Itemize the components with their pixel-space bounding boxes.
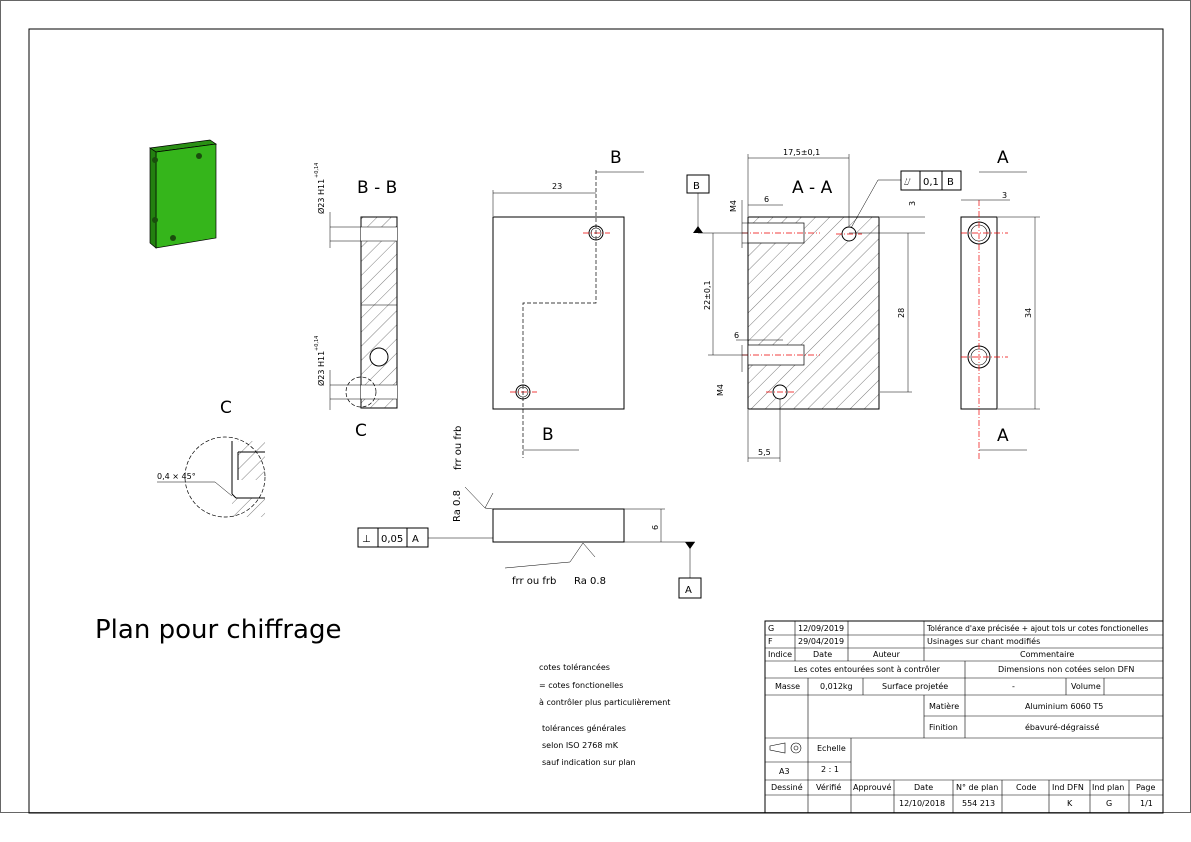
svg-text:⌰: ⌰ [904,177,911,188]
svg-text:tolérances générales: tolérances générales [542,723,626,733]
front-view: 23 B B [492,148,644,458]
svg-text:cotes tolérancées: cotes tolérancées [539,662,610,672]
svg-text:Date: Date [914,783,933,792]
cut-marker-a-top: A [997,148,1009,168]
svg-text:554 213: 554 213 [962,799,995,808]
drawing-title: Plan pour chiffrage [95,615,341,645]
bore-dim-top: Ø23 H11 [316,179,326,214]
svg-text:G: G [1106,799,1112,808]
cut-marker-a-bottom: A [997,426,1009,446]
svg-text:12/10/2018: 12/10/2018 [899,799,945,808]
section-aa-view: A - A B ⌰ 0,1 B 17,5±0,1 6 [686,148,962,462]
svg-text:Les cotes entourées sont à con: Les cotes entourées sont à contrôler [794,664,941,674]
side-view-right: A A 34 3 [960,148,1040,460]
svg-text:Ra 0.8: Ra 0.8 [452,490,463,522]
svg-text:Matière: Matière [929,701,959,711]
svg-text:Finition: Finition [929,723,958,732]
svg-text:Volume: Volume [1071,682,1101,691]
svg-text:+0,14: +0,14 [314,336,320,351]
svg-text:Auteur: Auteur [873,650,901,659]
svg-text:Ra 0.8: Ra 0.8 [574,576,606,587]
svg-text:Ind DFN: Ind DFN [1052,783,1084,792]
svg-text:frr ou frb: frr ou frb [512,576,556,587]
svg-text:Ind plan: Ind plan [1092,783,1124,792]
svg-text:Tolérance d'axe précisée + ajo: Tolérance d'axe précisée + ajout tols ur… [926,624,1148,633]
svg-text:0,1: 0,1 [923,177,939,188]
chamfer-dim: 0,4 × 45° [157,472,196,481]
bore-dim-bottom: Ø23 H11 [316,351,326,386]
svg-text:⊥: ⊥ [362,534,371,545]
svg-text:1/1: 1/1 [1140,799,1153,808]
svg-text:5,5: 5,5 [758,448,771,457]
svg-text:M4: M4 [716,384,725,396]
thickness-view: 6 A ⊥ 0,05 A Ra 0.8 frr ou frb frr ou fr… [357,426,702,599]
svg-text:Vérifié: Vérifié [816,782,841,792]
perpendicularity-tolerance-frame: ⊥ 0,05 A [357,527,429,548]
svg-text:Aluminium 6060 T5: Aluminium 6060 T5 [1025,702,1103,711]
svg-text:N° de plan: N° de plan [956,783,998,792]
svg-text:G: G [768,624,774,633]
iso-part-3d [149,139,217,249]
svg-text:34: 34 [1024,308,1033,318]
svg-text:sauf indication sur plan: sauf indication sur plan [542,758,636,767]
svg-text:+0,14: +0,14 [314,163,320,178]
svg-text:3: 3 [908,201,917,206]
svg-text:29/04/2019: 29/04/2019 [798,637,844,646]
svg-text:6: 6 [764,195,769,204]
svg-text:F: F [768,637,773,646]
svg-text:M4: M4 [729,200,738,212]
svg-text:3: 3 [1002,191,1007,200]
svg-text:= cotes fonctionelles: = cotes fonctionelles [539,681,623,690]
svg-text:Usinages sur chant modifiés: Usinages sur chant modifiés [927,636,1040,646]
general-notes: cotes tolérancées = cotes fonctionelles … [539,662,670,767]
svg-text:28: 28 [897,308,906,318]
svg-text:Dessiné: Dessiné [771,782,803,792]
svg-text:Echelle: Echelle [817,744,846,753]
detail-c-view: C 0,4 × 45° [157,398,266,518]
inner-frame [28,28,1164,814]
svg-text:A3: A3 [779,767,790,776]
svg-text:22±0,1: 22±0,1 [703,280,712,310]
svg-text:Date: Date [813,650,832,659]
svg-text:B: B [693,181,700,192]
svg-text:0,05: 0,05 [381,534,403,545]
svg-text:A: A [685,585,692,596]
datum-a-box [678,577,702,599]
svg-text:ébavuré-dégraissé: ébavuré-dégraissé [1025,722,1099,732]
svg-text:B: B [947,177,954,188]
svg-text:0,012kg: 0,012kg [820,682,853,691]
svg-text:Dimensions non cotées selon DF: Dimensions non cotées selon DFN [998,664,1134,674]
svg-text:12/09/2019: 12/09/2019 [798,624,844,633]
svg-text:Page: Page [1136,783,1155,792]
svg-text:Code: Code [1016,783,1037,792]
projection-symbol-icon [769,742,802,754]
cut-marker-b-top: B [610,148,622,168]
svg-text:selon ISO 2768 mK: selon ISO 2768 mK [542,741,619,750]
detail-c-title: C [220,398,232,418]
svg-text:Masse: Masse [775,682,800,691]
symmetry-tolerance-frame: ⌰ 0,1 B [900,170,962,191]
svg-text:Approuvé: Approuvé [853,782,891,792]
svg-text:A: A [412,534,419,545]
svg-text:17,5±0,1: 17,5±0,1 [783,148,820,157]
svg-text:Indice: Indice [768,650,792,659]
detail-c-marker: C [355,421,367,441]
section-aa-title: A - A [792,178,833,198]
svg-text:23: 23 [552,182,562,191]
section-bb-title: B - B [357,178,397,198]
svg-text:Surface projetée: Surface projetée [882,681,948,691]
svg-text:à contrôler plus particulièrem: à contrôler plus particulièrement [539,697,670,707]
svg-text:frr ou frb: frr ou frb [453,426,464,470]
cut-marker-b-bottom: B [542,425,554,445]
svg-text:-: - [1012,682,1015,691]
svg-text:K: K [1067,799,1073,808]
section-bb-view: B - B Ø23 H11 +0,14 Ø23 H11 +0,14 C [314,163,398,441]
title-block: G 12/09/2019 Tolérance d'axe précisée + … [764,620,1164,814]
svg-text:2 : 1: 2 : 1 [821,765,839,774]
svg-text:6: 6 [734,331,739,340]
svg-text:Commentaire: Commentaire [1020,650,1074,659]
svg-text:6: 6 [651,525,660,530]
